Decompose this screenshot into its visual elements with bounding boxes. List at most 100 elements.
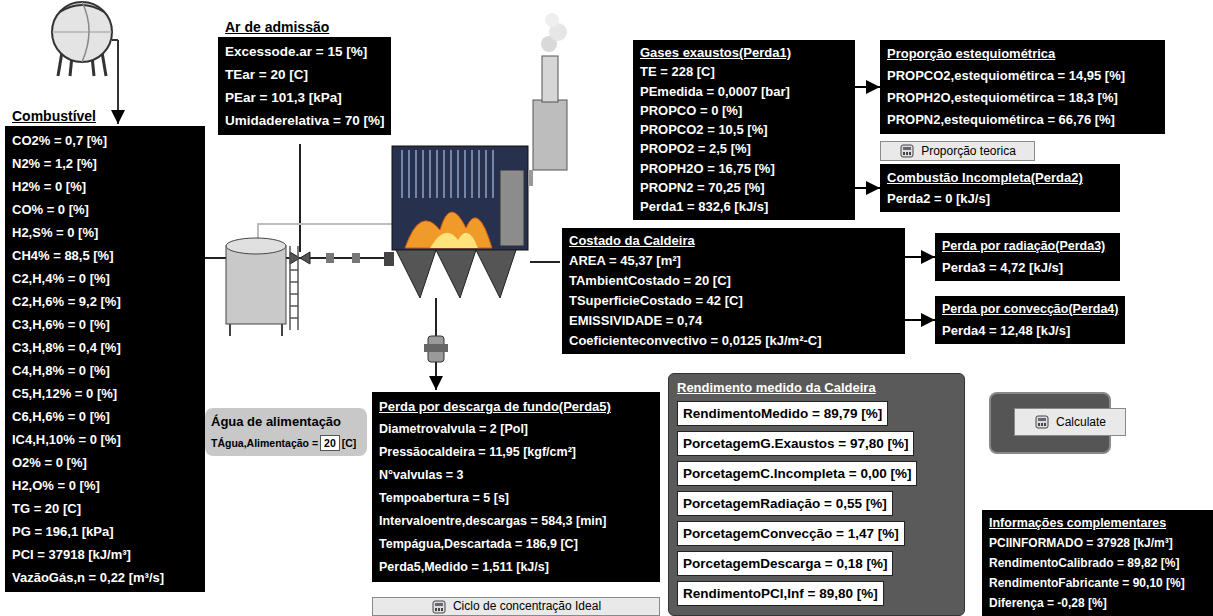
gas-tank xyxy=(52,2,112,76)
stoichiometry-panel: Proporção estequiométricaPROPCO2,estequi… xyxy=(880,40,1165,134)
panel-heading: Perda por convecção(Perda4) xyxy=(942,299,1118,320)
value-line: Excessode.ar = 15 [%] xyxy=(225,40,384,63)
flame-core xyxy=(430,233,478,248)
panel-heading: Combustível xyxy=(5,107,205,126)
boiler-side xyxy=(500,170,524,246)
panel-heading: Informações complementares xyxy=(989,513,1206,533)
icon-key xyxy=(441,608,443,611)
shell-link xyxy=(530,261,560,263)
tank-body xyxy=(226,246,286,324)
value-line: Perda4 = 12,48 [kJ/s] xyxy=(942,320,1118,341)
value-line: PROPCO2,estequiométirca = 14,95 [%] xyxy=(887,65,1158,87)
tank-leg xyxy=(102,52,106,76)
value-line: PROPH2O,estequiométirca = 18,3 [%] xyxy=(887,87,1158,109)
value-line: TE = 228 [C] xyxy=(640,62,848,81)
burner xyxy=(384,252,394,266)
value-line: TAmbientCostado = 20 [C] xyxy=(569,271,898,291)
fuel-pipe xyxy=(117,40,119,124)
boiler xyxy=(384,146,528,298)
value-line: TSuperficieCostado = 42 [C] xyxy=(569,291,898,311)
tank-ladder xyxy=(290,246,298,330)
value-line: AREA = 45,37 [m²] xyxy=(569,251,898,271)
result-box: PorcetagemG.Exaustos = 97,80 [%] xyxy=(677,431,914,456)
value-line: PCI = 37918 [kJ/m³] xyxy=(12,543,198,566)
chimney xyxy=(528,13,567,186)
button-icon xyxy=(1034,415,1050,429)
value-line: PROPN2 = 70,25 [%] xyxy=(640,178,848,197)
icon-screen xyxy=(1038,418,1046,421)
feedwater-line xyxy=(258,224,392,238)
icon-key xyxy=(909,152,911,155)
value-line: CO2% = 0,7 [%] xyxy=(12,129,198,152)
duct xyxy=(528,170,533,186)
input-row: TÁgua,Alimentação =20[C] xyxy=(211,435,361,451)
icon-key xyxy=(1041,423,1043,426)
button-icon xyxy=(431,600,447,614)
loss-panel: Perda por radiação(Perda3)Perda3 = 4,72 … xyxy=(935,233,1120,281)
value-line: C5,H,12% = 0 [%] xyxy=(12,382,198,405)
loss-panel: Combustão Incompleta(Perda2)Perda2 = 0 [… xyxy=(880,164,1120,212)
field-label: TÁgua,Alimentação = xyxy=(211,436,318,450)
icon-key xyxy=(435,608,437,611)
feedwater-panel: Água de alimentaçãoTÁgua,Alimentação =20… xyxy=(205,408,367,456)
value-line: PROPH2O = 16,75 [%] xyxy=(640,159,848,178)
water-tank xyxy=(226,238,298,336)
result-box: PorcetagemDescarga = 0,18 [%] xyxy=(677,551,893,576)
boiler-body xyxy=(392,146,528,250)
value-line: PEmedida = 0,0007 [bar] xyxy=(640,82,848,101)
connector-arrow xyxy=(905,319,935,321)
result-box: PorcetagemRadiação = 0,55 [%] xyxy=(677,491,893,516)
panel-heading: Ar de admissão xyxy=(218,18,391,37)
panel-heading: Costado da Caldeira xyxy=(569,231,898,251)
value-line: C2,H,6% = 9,2 [%] xyxy=(12,290,198,313)
panel-heading: Combustão Incompleta(Perda2) xyxy=(887,167,1113,188)
button-icon xyxy=(899,144,915,158)
value-line: N2% = 1,2 [%] xyxy=(12,152,198,175)
connector-arrow xyxy=(905,256,935,258)
button-label: Proporção teorica xyxy=(921,143,1016,159)
value-line: PCIINFORMADO = 37928 [kJ/m³] xyxy=(989,533,1206,553)
stack xyxy=(542,56,558,102)
value-line: CO% = 0 [%] xyxy=(12,198,198,221)
blowdown-arrow xyxy=(435,362,437,390)
ash-hopper xyxy=(396,250,516,298)
value-line: Tempoabertura = 5 [s] xyxy=(379,487,653,510)
tank-rail xyxy=(60,5,104,12)
tank-leg xyxy=(229,324,231,336)
tank-sphere xyxy=(52,2,112,62)
icon-frame xyxy=(1036,416,1048,428)
result-text: PorcetagemG.Exaustos = 97,80 [%] xyxy=(683,434,908,453)
tank-top xyxy=(226,238,286,254)
result-box: PorcetagemC.Incompleta = 0,00 [%] xyxy=(677,461,917,486)
icon-screen xyxy=(903,147,911,150)
tank-leg xyxy=(281,324,283,336)
value-line: H2,O% = 0 [%] xyxy=(12,474,198,497)
value-line: RendimentoFabricante = 90,10 [%] xyxy=(989,573,1206,593)
value-line: C6,H,6% = 0 [%] xyxy=(12,405,198,428)
result-text: PorcetagemRadiação = 0,55 [%] xyxy=(683,494,887,513)
value-line: Tempágua,Descartada = 186,9 [C] xyxy=(379,533,653,556)
value-line: Pressãocaldeira = 11,95 [kgf/cm²] xyxy=(379,441,653,464)
value-line: Intervaloentre,descargas = 584,3 [min] xyxy=(379,510,653,533)
air-panel: Ar de admissãoExcessode.ar = 15 [%]TEar … xyxy=(218,18,391,135)
value-line: Diametrovalvula = 2 [Pol] xyxy=(379,418,653,441)
result-text: PorcetagemC.Incompleta = 0,00 [%] xyxy=(683,464,911,483)
icon-key xyxy=(1044,423,1046,426)
value-line: TG = 20 [C] xyxy=(12,497,198,520)
value-line: C2,H,4% = 0 [%] xyxy=(12,267,198,290)
input-field: 20 xyxy=(320,435,340,451)
value-line: Diferença = -0,28 [%] xyxy=(989,593,1206,613)
theory-button: Proporção teorica xyxy=(880,141,1035,161)
value-line: H2% = 0 [%] xyxy=(12,175,198,198)
result-text: RendimentoPCI,Inf = 89,80 [%] xyxy=(683,584,878,603)
boiler-tubes xyxy=(396,150,496,198)
calculate-button: Calculate xyxy=(1014,408,1126,436)
cycle-button: Ciclo de concentração Ideal xyxy=(372,597,660,616)
panel-heading: Proporção estequiométrica xyxy=(887,43,1158,65)
value-line: EMISSIVIDADE = 0,74 xyxy=(569,311,898,331)
value-line: PEar = 101,3 [kPa] xyxy=(225,86,384,109)
blowdown-panel: Perda por descarga de fundo(Perda5)Diame… xyxy=(372,392,660,582)
panel-heading: Rendimento medido da Caldeira xyxy=(677,378,956,397)
blowdown-pipe xyxy=(435,298,437,336)
result-box: PorcetagemConvecção = 1,47 [%] xyxy=(677,521,905,546)
